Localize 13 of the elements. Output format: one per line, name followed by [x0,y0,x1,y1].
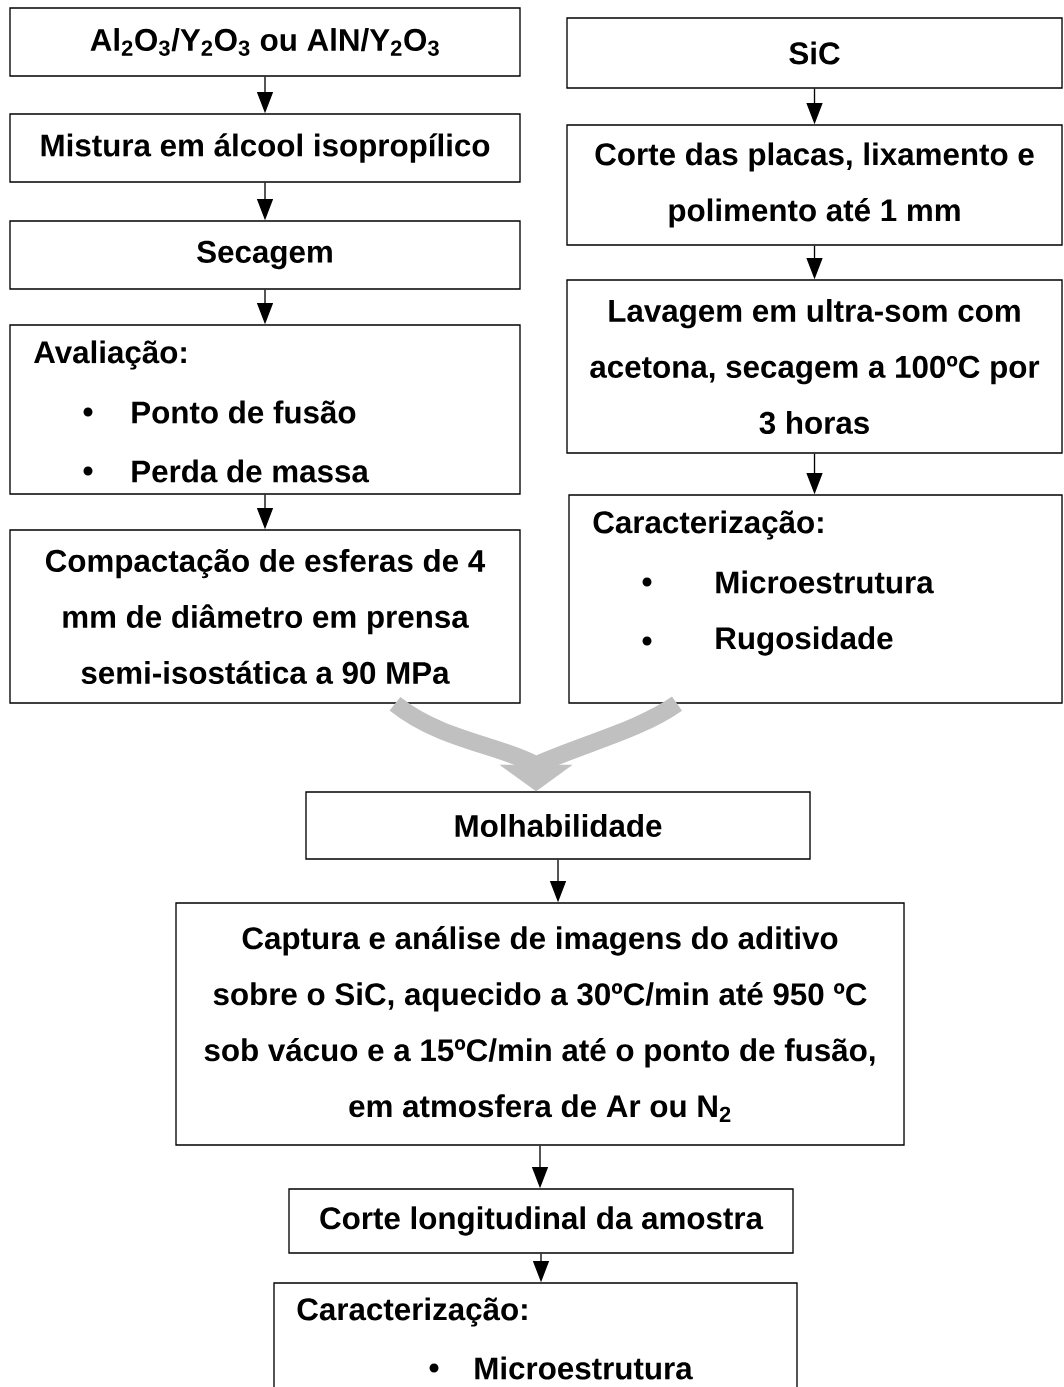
process-box: SiC [566,17,1063,89]
process-box: Corte longitudinal da amostra [288,1188,794,1254]
process-box: Al$_{2}$O$_{3}$/Y$_{2}$O$_{3}$ ou AlN/Y$_{2}$O$_{3}$ [9,7,521,77]
process-box: Mistura em álcool isopropílico [9,113,521,183]
process-box: Lavagem em ultra-som com acetona, secagem a 100ºC por 3 horas [566,279,1063,454]
process-box: Compactação de esferas de 4 mm de diâmetro em prensa semi-isostática a 90 MPa [9,529,521,704]
process-box: Molhabilidade [305,791,811,860]
process-box: Avaliação: Ponto de fusão Perda de massa [9,324,521,495]
process-box: Captura e análise de imagens do aditivo sobre o SiC, aquecido a 30ºC/min até 950 ºC sob vácuo e a 15ºC/min até o ponto de fusão, em atmosfera de Ar ou N$_{2}$ [175,902,905,1146]
process-box: Secagem [9,220,521,290]
process-box: Corte das placas, lixamento e polimento até 1 mm [566,124,1063,246]
process-box: Caracterização: Microestrutura Rugosidade [568,494,1063,704]
process-box: Caracterização: Microestrutura [273,1282,798,1387]
